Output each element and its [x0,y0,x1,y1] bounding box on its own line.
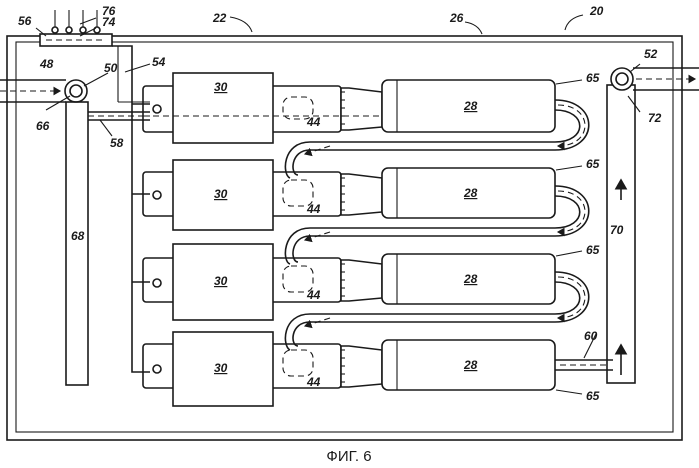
module-row-4 [143,332,555,406]
label-22: 22 [212,11,227,25]
module-row-2 [143,160,555,230]
label-72: 72 [648,111,662,125]
label-20: 20 [589,4,604,18]
coolant-tube [285,100,588,350]
label-48: 48 [39,57,54,71]
outlet-pipe-60 [555,360,613,370]
outlet-fitting [611,68,633,90]
label-26: 26 [449,11,464,25]
inlet-fitting [65,80,87,102]
inlet-duct [0,80,66,102]
label-60: 60 [584,329,598,343]
label-74: 74 [102,15,116,29]
label-44-row1: 44 [306,115,321,129]
label-54: 54 [152,55,166,69]
label-44-row3: 44 [306,288,321,302]
outlet-duct [633,68,699,90]
reference-labels: 76 74 56 22 26 20 54 48 50 52 66 72 58 6… [18,4,662,403]
label-70: 70 [610,223,624,237]
label-66: 66 [36,119,50,133]
label-28-row4: 28 [463,358,478,372]
figure-caption: ФИГ. 6 [326,448,371,465]
supply-pipe-58 [88,112,150,120]
label-30-row2: 30 [214,187,228,201]
label-44-row4: 44 [306,375,321,389]
label-65-row3: 65 [586,243,600,257]
label-65-row1: 65 [586,71,600,85]
label-28-row1: 28 [463,99,478,113]
manifold-68 [66,102,88,385]
label-30-row3: 30 [214,274,228,288]
label-30-row4: 30 [214,361,228,375]
label-65-row4: 65 [586,389,600,403]
label-65-row2: 65 [586,157,600,171]
label-50: 50 [104,61,118,75]
label-28-row3: 28 [463,272,478,286]
label-44-row2: 44 [306,202,321,216]
label-68: 68 [71,229,85,243]
wire-harness-54 [112,46,150,372]
module-row-1 [143,73,555,143]
label-52: 52 [644,47,658,61]
label-30-row1: 30 [214,80,228,94]
label-28-row2: 28 [463,186,478,200]
label-56: 56 [18,14,32,28]
module-row-3 [143,244,555,320]
label-58: 58 [110,136,124,150]
